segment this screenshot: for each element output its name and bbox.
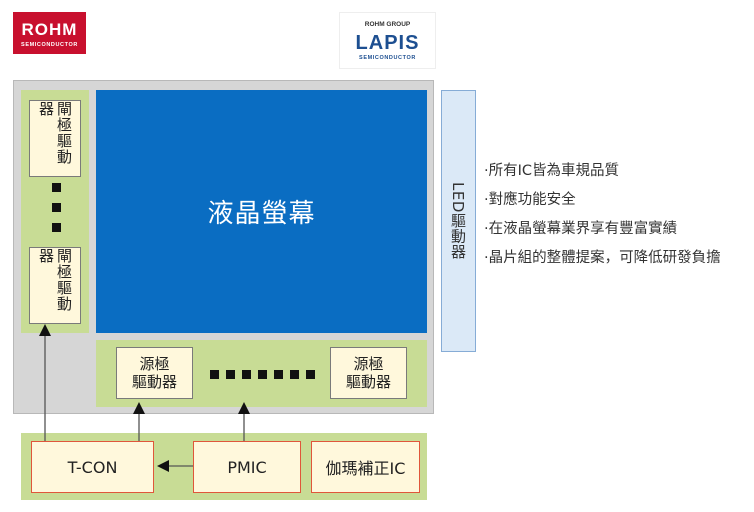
tcon-label: T-CON [67, 457, 118, 477]
rohm-logo: ROHM SEMICONDUCTOR [13, 12, 86, 54]
source-driver-right: 源極 驅動器 [330, 347, 407, 399]
lcd-screen: 液晶螢幕 [96, 90, 427, 333]
ellipsis-dot [52, 203, 61, 212]
lapis-logo-name: LAPIS [355, 32, 420, 54]
rohm-logo-sub: SEMICONDUCTOR [21, 42, 78, 48]
gate-driver-top-label: 閘極驅動器 [37, 101, 73, 165]
lapis-logo-sub: SEMICONDUCTOR [359, 55, 416, 61]
ellipsis-dot [242, 370, 251, 379]
feature-item: ·晶片組的整體提案，可降低研發負擔 [484, 250, 721, 266]
ellipsis-dot [306, 370, 315, 379]
gate-driver-bottom-label: 閘極驅動器 [37, 248, 73, 312]
feature-list: ·所有IC皆為車規品質 ·對應功能安全 ·在液晶螢幕業界享有豐富實績 ·晶片組的… [484, 157, 752, 273]
ellipsis-dot [290, 370, 299, 379]
gate-driver-top: 閘極驅動器 [29, 100, 81, 177]
feature-item: ·所有IC皆為車規品質 [484, 163, 620, 179]
lapis-logo-group: ROHM GROUP [364, 21, 411, 28]
pmic-label: PMIC [227, 457, 267, 477]
ellipsis-dot [274, 370, 283, 379]
ellipsis-dot [258, 370, 267, 379]
feature-item: ·對應功能安全 [484, 192, 576, 208]
led-driver: LED驅動器 [441, 90, 476, 352]
gate-driver-bottom: 閘極驅動器 [29, 247, 81, 324]
ellipsis-dot [52, 183, 61, 192]
gamma-ic-label: 伽瑪補正IC [325, 459, 406, 478]
ellipsis-dot [210, 370, 219, 379]
rohm-logo-name: ROHM [21, 20, 78, 39]
gamma-ic-chip: 伽瑪補正IC [311, 441, 420, 493]
source-driver-left: 源極 驅動器 [116, 347, 193, 399]
led-driver-label: LED驅動器 [449, 182, 467, 260]
tcon-chip: T-CON [31, 441, 154, 493]
lcd-label: 液晶螢幕 [207, 199, 316, 229]
feature-item: ·在液晶螢幕業界享有豐富實績 [484, 221, 678, 237]
ellipsis-dot [52, 223, 61, 232]
ellipsis-dot [226, 370, 235, 379]
pmic-chip: PMIC [193, 441, 301, 493]
lapis-logo: ROHM GROUP LAPIS SEMICONDUCTOR [339, 12, 436, 69]
